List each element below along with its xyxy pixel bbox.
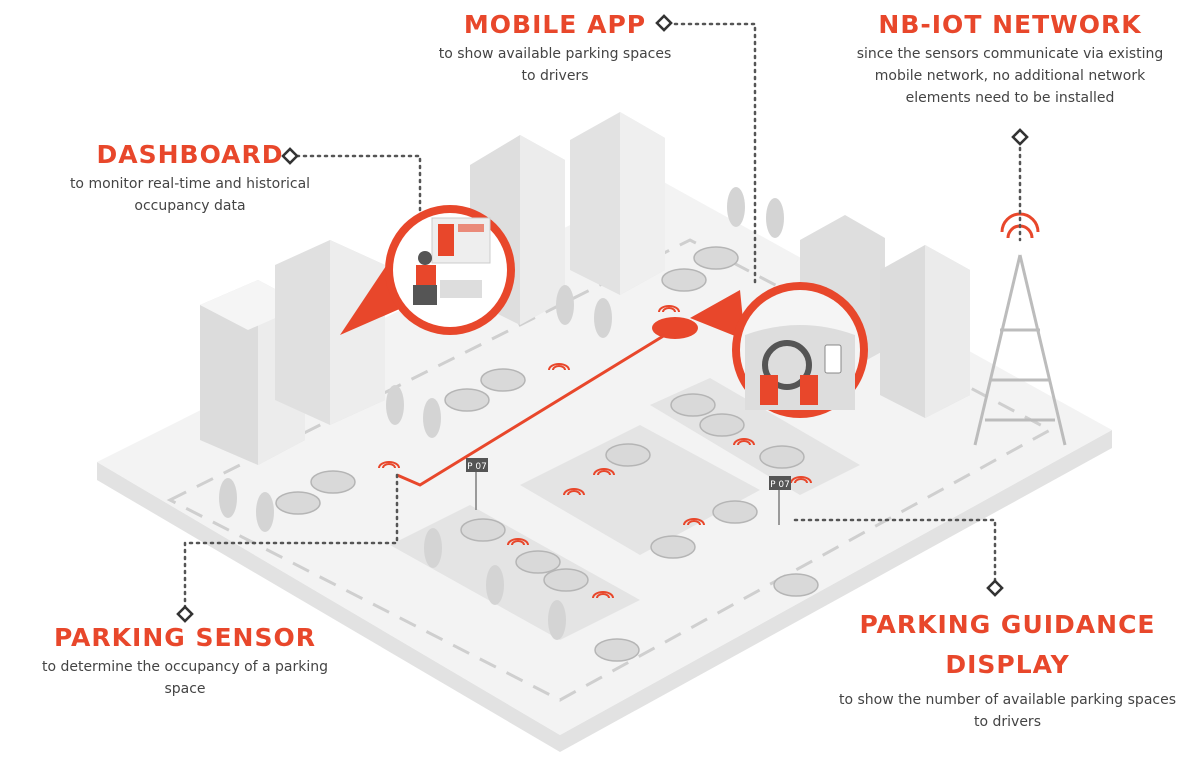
building-center-back — [570, 112, 665, 295]
nb-iot-desc: since the sensors communicate via existi… — [856, 46, 1164, 106]
sign-2-text: P 07 — [770, 480, 790, 490]
road-dashes — [166, 238, 1054, 702]
driving-car-red — [652, 317, 698, 339]
building-right-2 — [880, 245, 970, 418]
dashboard-title: DASHBOARD — [96, 140, 284, 169]
connector-lines — [183, 22, 1022, 612]
dashboard-label: DASHBOARD to monitor real-time and histo… — [60, 140, 320, 217]
mobile-app-desc: to show available parking spaces to driv… — [438, 46, 672, 84]
route-line — [396, 333, 666, 487]
guidance-display-label: PARKING GUIDANCE DISPLAY to show the num… — [835, 605, 1180, 733]
parking-sensor-label: PARKING SENSOR to determine the occupanc… — [40, 623, 330, 700]
trees — [219, 187, 784, 640]
sensor-signal-icon — [378, 305, 812, 599]
building-left-mid — [275, 240, 385, 425]
parking-sensor-desc: to determine the occupancy of a parking … — [41, 659, 329, 697]
mobile-app-title: MOBILE APP — [463, 10, 647, 39]
parking-sensor-title: PARKING SENSOR — [54, 623, 316, 652]
car-interior-illustration — [690, 282, 868, 418]
ground-platform-side — [97, 430, 1112, 752]
guidance-display-desc: to show the number of available parking … — [838, 692, 1177, 730]
dashboard-desc: to monitor real-time and historical occu… — [69, 176, 311, 214]
nb-iot-title: NB-IOT NETWORK — [878, 10, 1142, 39]
sign-1-text: P 07 — [467, 462, 487, 472]
parking-sign-icon: P 07 P 07 — [466, 458, 791, 525]
nb-iot-label: NB-IOT NETWORK since the sensors communi… — [845, 10, 1175, 109]
parked-cars — [275, 246, 819, 662]
dashboard-illustration — [340, 205, 515, 335]
mobile-app-label: MOBILE APP to show available parking spa… — [430, 10, 680, 87]
connector-diamonds — [176, 14, 1029, 623]
parking-lot-lower — [390, 505, 640, 640]
cell-tower-icon — [973, 212, 1067, 446]
guidance-display-title: PARKING GUIDANCE DISPLAY — [859, 610, 1156, 679]
